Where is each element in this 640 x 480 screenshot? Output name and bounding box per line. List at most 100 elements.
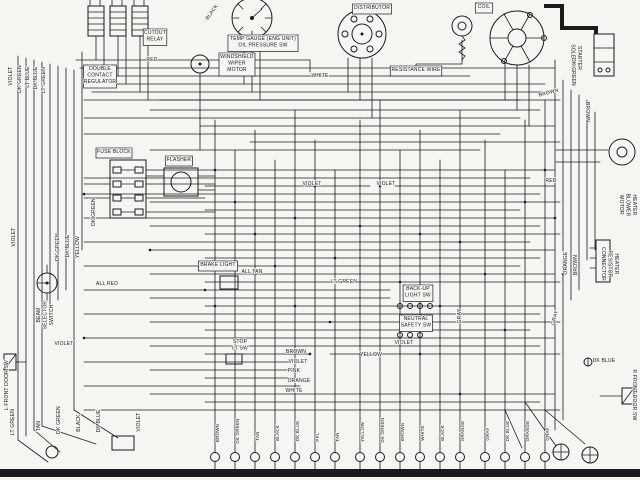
blower-hub — [616, 146, 628, 158]
wire-color-label: GRAY — [545, 427, 550, 440]
wire-color-label: DK BLUE — [295, 421, 300, 442]
fuse-clip — [112, 166, 122, 174]
wiring-layer — [15, 35, 623, 470]
left-front-door-switch — [3, 353, 17, 371]
wire-color-label: VIOLET — [395, 340, 414, 346]
fuse-clip — [112, 180, 122, 188]
bulkhead-connector — [310, 452, 320, 462]
wire-color-label: BROWN — [573, 255, 579, 275]
bulkhead-connector — [355, 452, 365, 462]
voltage-regulator — [87, 0, 149, 37]
fuse-clip — [134, 180, 144, 188]
wire-color-label: VIOLET — [289, 359, 308, 365]
regulator-windings — [87, 0, 149, 31]
wire-color-label: VIOLET — [11, 228, 17, 247]
wire-color-label: BLACK — [205, 3, 220, 21]
distributor — [337, 9, 387, 59]
wire-run — [214, 99, 546, 453]
wire-color-label: YELLOW — [75, 236, 81, 258]
wire-color-label: BROWN — [584, 102, 590, 122]
relay-terminal — [501, 58, 507, 64]
wire-color-label: BLACK — [275, 425, 280, 441]
starter-solenoid — [544, 4, 615, 77]
wire-color-label: VIOLET — [55, 341, 74, 347]
blower-body — [608, 138, 636, 166]
connector-stems — [214, 460, 546, 470]
wire-color-label: GRAY — [550, 309, 560, 325]
brake-switch-body — [219, 275, 239, 290]
solenoid-body — [593, 33, 615, 77]
wire-color-label: DK BLUE — [593, 358, 616, 364]
fuse-clip — [112, 194, 122, 202]
door-switch-body — [621, 387, 635, 405]
bulkhead-connector — [480, 452, 490, 462]
wire-color-label: DK BLUE — [33, 66, 39, 89]
relay-terminal — [527, 12, 533, 18]
wire-color-label: VIOLET — [303, 181, 322, 187]
fuse-clip — [134, 194, 144, 202]
heater-resistor-connector-label: HEATERRESISTORCONNECTOR — [600, 247, 619, 281]
wire-color-label: VIOLET — [136, 413, 142, 432]
wire-color-label: LT BLUE — [25, 66, 31, 88]
relay-core — [507, 28, 527, 48]
bulkhead-connector-row — [210, 452, 550, 462]
horn-detail — [581, 446, 599, 464]
starter-solenoid-label: STARTERSOLENOID — [570, 44, 583, 72]
wire-color-label: ORANGE — [288, 378, 311, 384]
bulkhead-connector — [540, 452, 550, 462]
wire-color-label: PINK — [288, 368, 301, 374]
relay-terminal — [541, 35, 547, 41]
solenoid-terminal — [597, 67, 603, 73]
neutral-safety-switch-label-box — [399, 314, 433, 332]
wire-color-label: DK GREEN — [380, 417, 385, 442]
wire-color-label: GRAY — [485, 427, 490, 440]
gauge-ticks — [231, 3, 273, 39]
bulkhead-connector — [455, 452, 465, 462]
switch-terminal — [427, 303, 433, 309]
wire-color-label: BROWN — [538, 87, 559, 98]
wiper-motor-body — [190, 54, 210, 74]
backup-light-switch — [397, 303, 433, 309]
fuse-clip — [112, 208, 122, 216]
wire-color-label: VIOLET — [8, 67, 14, 86]
bulkhead-connector — [270, 452, 280, 462]
fuse-clip — [134, 166, 144, 174]
wire-color-label: DK GREEN — [91, 198, 97, 226]
components-layer — [3, 0, 636, 464]
bulkhead-connector — [330, 452, 340, 462]
wire-color-label: DK GREEN — [235, 418, 240, 443]
distributor-terminal — [366, 15, 374, 23]
right-front-door-switch-label: R FRONT DOOR SW — [631, 370, 637, 421]
distributor-terminal — [375, 30, 383, 38]
solenoid-terminal — [605, 67, 611, 73]
wire-color-label: DK BLUE — [96, 409, 102, 432]
bulkhead-connector — [395, 452, 405, 462]
backup-light-switch-label-box — [402, 284, 434, 302]
wire-color-label: GRAY — [457, 308, 463, 323]
regulator-coil — [109, 5, 127, 37]
horn-detail — [552, 443, 570, 461]
fuse-links — [120, 169, 136, 213]
right-front-door-switch — [621, 387, 635, 405]
resistance-wire-label-box — [389, 65, 443, 77]
connector-block-body — [111, 435, 135, 451]
resistor-connector-body — [595, 239, 611, 283]
cutout-relay-label-box — [142, 28, 168, 46]
fuse-block-label: FUSE BLOCK — [97, 149, 131, 155]
wire-color-label: YELLOW — [360, 421, 365, 442]
wire-color-label: BROWN — [286, 349, 306, 355]
coil-body — [451, 15, 473, 37]
wiper-motor-hub — [198, 62, 202, 66]
wire-run — [554, 59, 623, 431]
switch-terminal — [417, 332, 423, 338]
resistance-wire-label: RESISTANCE WIRE — [391, 67, 440, 73]
wire-color-label: BLACK — [76, 414, 82, 432]
heater-resistor-connector — [589, 239, 611, 283]
switch-terminal — [397, 332, 403, 338]
left-front-door-switch-label: L FRONT DOOR SW — [4, 360, 10, 410]
fuse-block — [109, 159, 147, 219]
